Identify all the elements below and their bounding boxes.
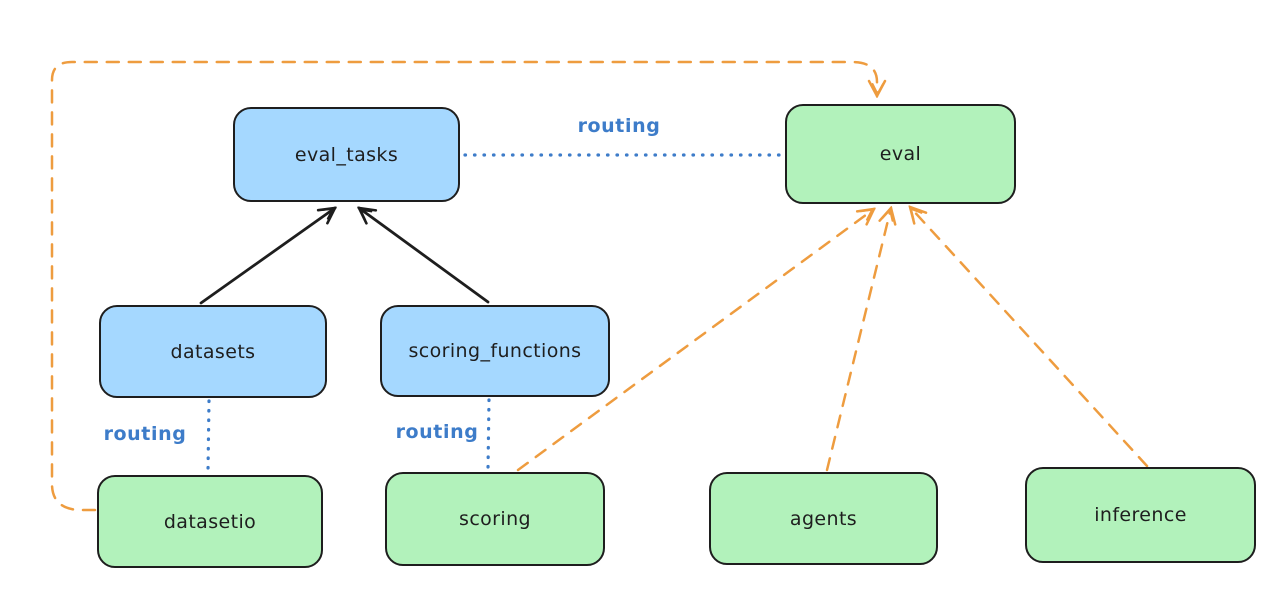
- node-agents: agents: [709, 472, 938, 565]
- node-inference-label: inference: [1094, 504, 1187, 526]
- routing-label-datasets-datasetio: routing: [103, 423, 187, 445]
- node-scoring_functions: scoring_functions: [380, 305, 610, 397]
- edge-scoring_functions-to-eval_tasks: [359, 208, 490, 304]
- edge-scoring-to-eval: [516, 209, 874, 472]
- node-agents-label: agents: [789, 507, 858, 530]
- node-scoring_functions-label: scoring_functions: [408, 340, 582, 362]
- node-scoring-label: scoring: [459, 508, 531, 530]
- edge-scoring_functions-to-scoring-routing: [486, 398, 491, 471]
- node-eval_tasks: eval_tasks: [233, 107, 460, 202]
- node-eval: eval: [785, 104, 1016, 204]
- node-datasetio-label: datasetio: [163, 510, 257, 533]
- node-datasets-label: datasets: [170, 340, 256, 363]
- node-eval_tasks-label: eval_tasks: [294, 143, 399, 166]
- node-datasetio: datasetio: [97, 475, 323, 568]
- node-inference: inference: [1025, 467, 1256, 563]
- node-eval-label: eval: [879, 143, 922, 165]
- edge-datasets-to-datasetio-routing: [206, 399, 211, 473]
- routing-label-eval_tasks-eval: routing: [577, 115, 661, 137]
- edge-inference-to-eval: [910, 207, 1149, 468]
- routing-label-scoring_functions-scoring: routing: [395, 421, 479, 443]
- edge-agents-to-eval: [825, 208, 891, 472]
- node-datasets: datasets: [99, 305, 327, 398]
- edge-datasets-to-eval_tasks: [199, 208, 335, 305]
- node-scoring: scoring: [385, 472, 605, 566]
